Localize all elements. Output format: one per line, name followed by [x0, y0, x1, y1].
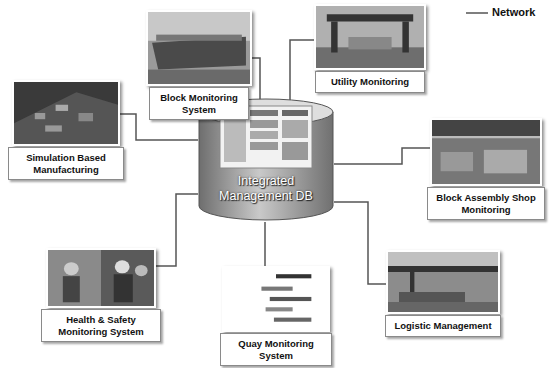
system-label: Utility Monitoring: [315, 71, 425, 93]
system-node: Block Monitoring System: [146, 10, 252, 120]
system-label: Block Assembly Shop Monitoring: [427, 187, 545, 220]
system-node: Health & Safety Monitoring System: [46, 248, 156, 342]
database-label: Integrated Management DB: [204, 174, 328, 204]
system-label: Quay Monitoring System: [220, 333, 332, 366]
system-node: Utility Monitoring: [314, 4, 426, 93]
network-line: [290, 40, 314, 104]
system-node: Block Assembly Shop Monitoring: [430, 118, 542, 220]
system-node: Quay Monitoring System: [222, 266, 330, 366]
assembly-shop-photo: [430, 118, 542, 186]
system-label: Block Monitoring System: [149, 87, 249, 120]
legend-text: Network: [492, 6, 535, 18]
quay-photo: [222, 266, 330, 332]
system-node: Simulation Based Manufacturing: [12, 80, 120, 180]
safety-photo: [46, 248, 156, 308]
system-label: Health & Safety Monitoring System: [41, 309, 161, 342]
logistic-photo: [386, 250, 500, 314]
network-line: [252, 58, 260, 104]
block-photo: [146, 10, 252, 86]
network-line: [334, 202, 386, 284]
network-line: [264, 222, 266, 266]
system-label: Logistic Management: [385, 315, 501, 337]
network-line: [156, 194, 198, 266]
simulation-photo: [12, 80, 120, 146]
utility-photo: [314, 4, 426, 70]
network-line: [334, 148, 430, 164]
system-label: Simulation Based Manufacturing: [8, 147, 124, 180]
system-node: Logistic Management: [386, 250, 500, 337]
